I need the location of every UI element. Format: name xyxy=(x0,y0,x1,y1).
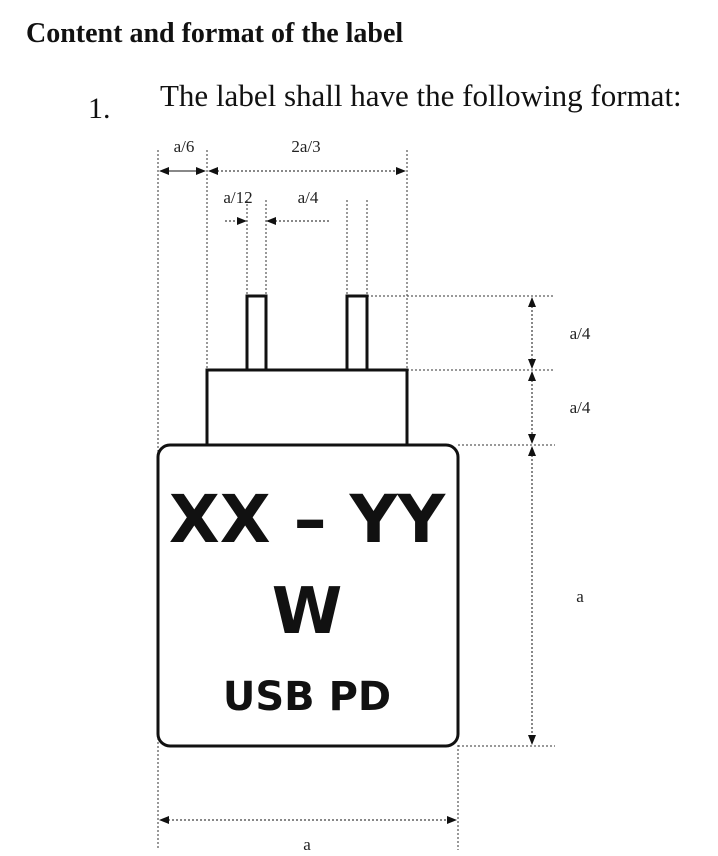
list-item-text: The label shall have the following forma… xyxy=(160,78,682,113)
left-pin xyxy=(245,294,268,372)
dim-label-a12: a/12 xyxy=(223,188,252,207)
dim-label-base-height: a/4 xyxy=(570,398,591,417)
right-pin xyxy=(345,294,369,372)
plug-base xyxy=(205,368,409,447)
dim-label-2a3: 2a/3 xyxy=(291,137,320,156)
section-heading: Content and format of the label xyxy=(26,18,404,49)
label-line-power-range: XX – YY xyxy=(169,481,447,558)
list-item-number: 1. xyxy=(88,92,111,125)
dimension-arrows xyxy=(159,167,536,824)
dim-label-a6: a/6 xyxy=(174,137,195,156)
charger-body xyxy=(156,443,460,748)
dim-label-pin-gap: a/4 xyxy=(298,188,319,207)
label-line-unit: W xyxy=(272,575,343,649)
extension-lines xyxy=(157,150,555,850)
dim-label-body-height: a xyxy=(576,587,584,606)
dim-label-body-width: a xyxy=(303,835,311,854)
dim-label-pin-height: a/4 xyxy=(570,324,591,343)
label-line-usb-pd: USB PD xyxy=(223,674,391,720)
